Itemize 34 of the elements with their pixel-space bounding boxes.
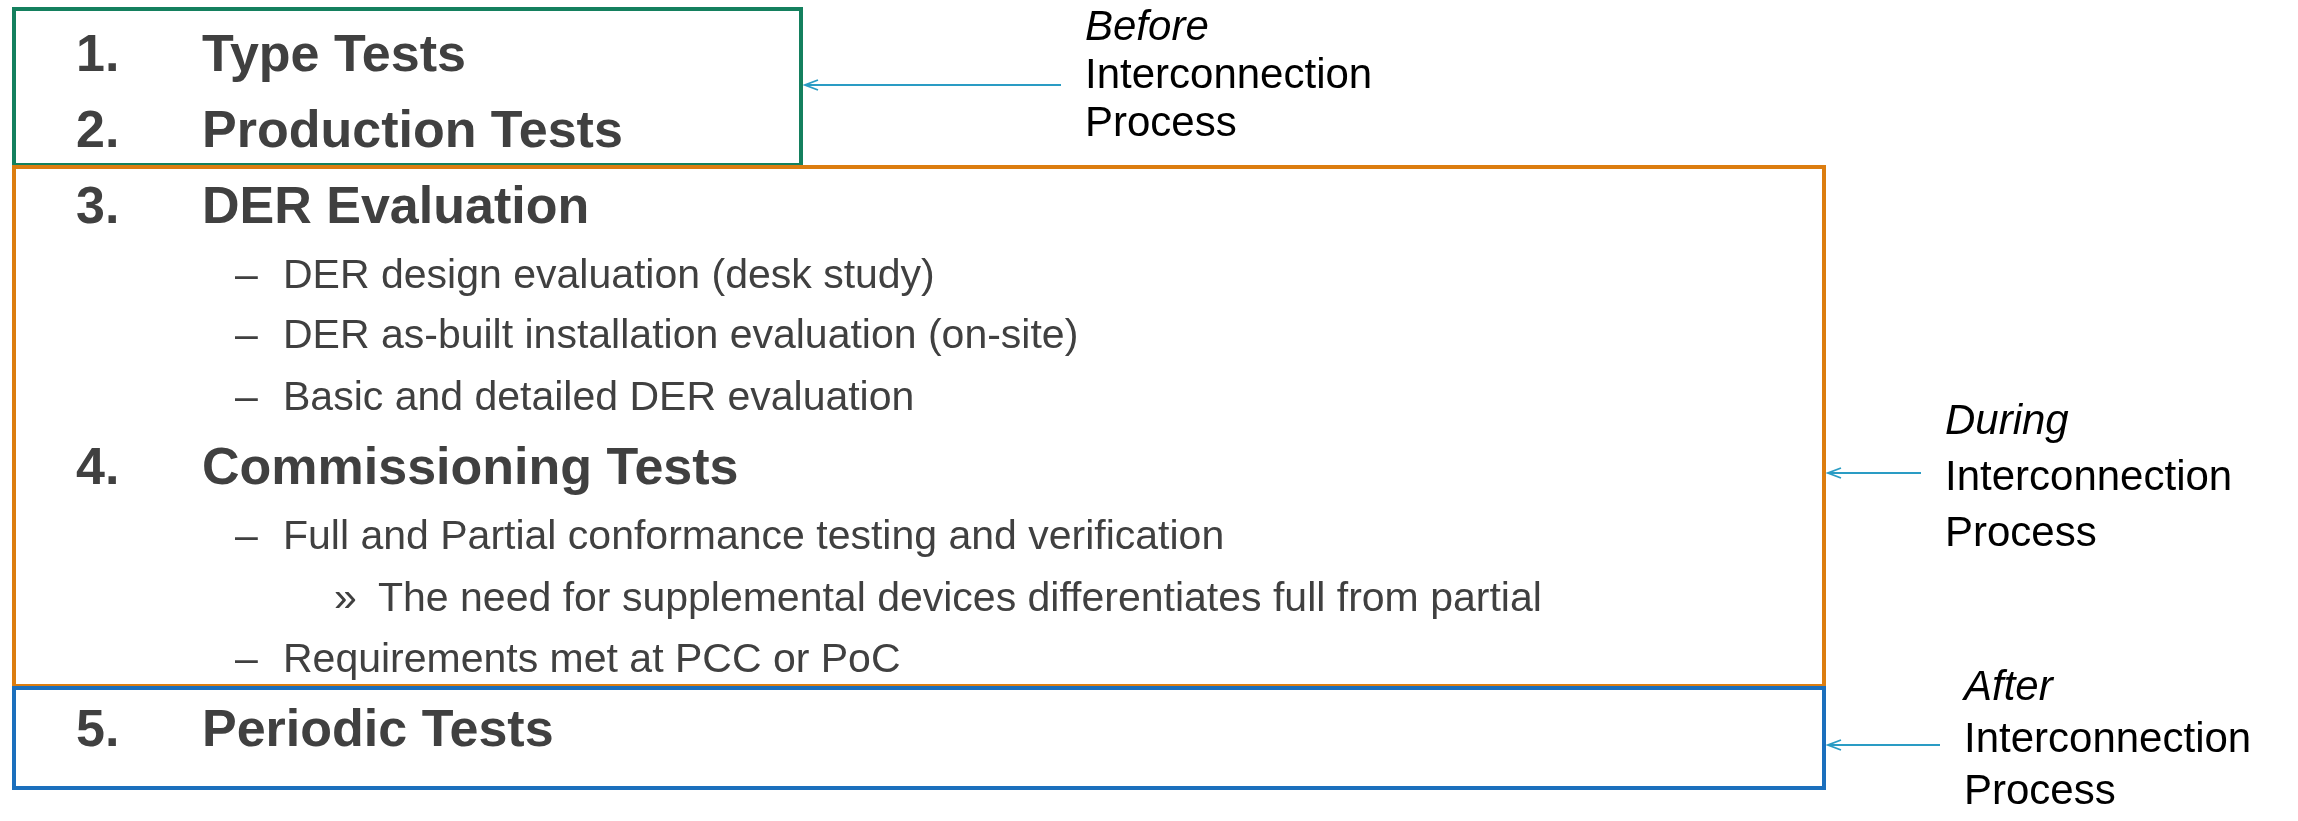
bullet-mark: » (334, 573, 357, 621)
list-item-text: Full and Partial conformance testing and verification (283, 511, 1225, 559)
bullet-mark: – (235, 310, 258, 358)
bullet-mark: – (235, 372, 258, 420)
annotation-text: During (1945, 395, 2069, 445)
arrow (804, 79, 1062, 91)
annotation-text: Interconnection Process (1964, 713, 2253, 815)
section-box (12, 165, 1826, 688)
item-number: 2. (76, 99, 120, 159)
bullet-mark: – (235, 250, 258, 298)
item-number: 1. (76, 23, 120, 83)
section-heading: Commissioning Tests (202, 436, 739, 496)
list-item-text: The need for supplemental devices differentiates full from partial (378, 573, 1542, 621)
list-item-text: Basic and detailed DER evaluation (283, 372, 915, 420)
bullet-mark: – (235, 511, 258, 559)
item-number: 5. (76, 698, 120, 758)
item-number: 4. (76, 436, 120, 496)
annotation-text: Interconnection Process (1945, 451, 2234, 557)
annotation-text: Interconnection Process (1085, 50, 1374, 146)
item-number: 3. (76, 175, 120, 235)
section-heading: Periodic Tests (202, 698, 554, 758)
list-item-text: DER design evaluation (desk study) (283, 250, 935, 298)
arrow (1827, 467, 1922, 479)
annotation-text: After (1964, 661, 2053, 711)
section-heading: Type Tests (202, 23, 466, 83)
section-heading: Production Tests (202, 99, 623, 159)
section-box (12, 7, 803, 167)
section-box (12, 686, 1826, 790)
arrow (1827, 739, 1941, 751)
annotation-text: Before (1085, 2, 1209, 50)
list-item-text: DER as-built installation evaluation (on-site) (283, 310, 1079, 358)
list-item-text: Requirements met at PCC or PoC (283, 634, 901, 682)
section-heading: DER Evaluation (202, 175, 590, 235)
bullet-mark: – (235, 634, 258, 682)
